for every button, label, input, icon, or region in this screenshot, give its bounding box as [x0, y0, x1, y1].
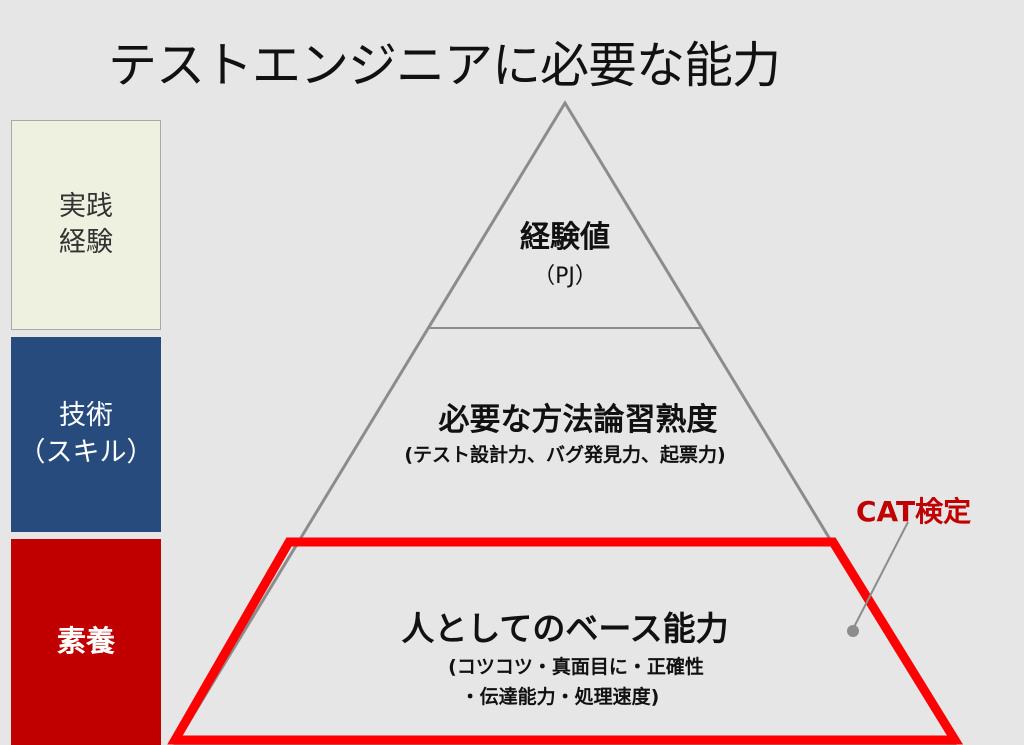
- tech-label-line2: （スキル）: [18, 436, 154, 468]
- cat-certification-label: CAT検定: [856, 495, 972, 528]
- cat-callout-dot: [847, 625, 859, 637]
- practice-label-line1: 実践: [59, 190, 113, 222]
- top-tier-title: 経験値: [520, 220, 610, 255]
- page-title: テストエンジニアに必要な能力: [108, 37, 781, 94]
- cat-callout-line: [852, 521, 909, 630]
- top-tier-subtitle: （PJ）: [533, 264, 597, 289]
- practice-experience-box: 実践 経験: [11, 120, 161, 330]
- middle-tier-subtitle: (テスト設計力、バグ発見力、起票力): [404, 444, 726, 466]
- bottom-tier-subtitle-line2: ・伝達能力・処理速度): [460, 686, 660, 708]
- base-label: 素養: [56, 624, 115, 659]
- tech-label-line1: 技術: [59, 400, 113, 432]
- base-highlight-frame: [167, 537, 964, 745]
- bottom-tier-title: 人としてのベース能力: [401, 609, 729, 648]
- technical-skill-box: 技術 （スキル）: [11, 337, 161, 532]
- practice-label-line2: 経験: [59, 227, 113, 258]
- aptitude-box: 素養: [11, 539, 161, 745]
- pyramid-outline: [173, 100, 957, 745]
- bottom-tier-subtitle-line1: (コツコツ・真面目に・正確性: [448, 656, 704, 678]
- middle-tier-title: 必要な方法論習熟度: [438, 402, 718, 438]
